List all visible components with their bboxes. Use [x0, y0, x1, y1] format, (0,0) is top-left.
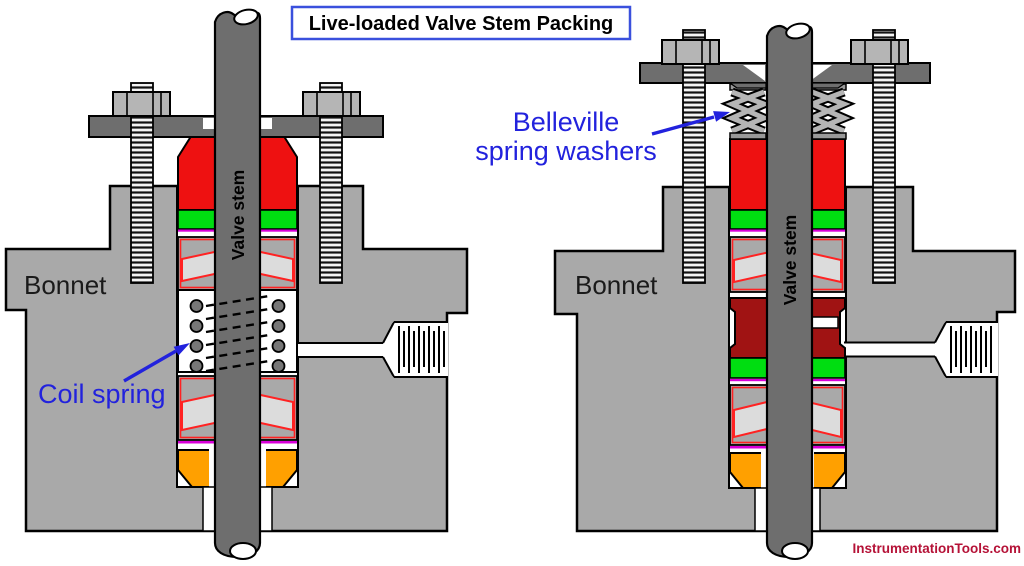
right-packing-stack — [729, 138, 846, 532]
coil-spring-arrow — [123, 349, 177, 383]
page-title: Live-loaded Valve Stem Packing — [309, 13, 614, 35]
right-stem-label: Valve stem — [780, 215, 800, 305]
belleville-label-line1: Belleville — [513, 107, 620, 137]
right-gland-boss-a — [727, 82, 767, 89]
right-gland-notch-b — [810, 65, 832, 81]
left-coil-dashed-coils — [205, 294, 270, 373]
right-valve-stem: Valve stem — [765, 22, 814, 560]
left-stem-label: Valve stem — [228, 170, 248, 260]
left-leakoff-port — [296, 321, 448, 378]
right-stem-break-top — [785, 22, 811, 40]
left-gland-notch-b — [260, 118, 272, 129]
right-wedge-slot-a — [761, 452, 768, 488]
right-port-thread-hatch — [950, 326, 992, 373]
left-bore-slot-a — [202, 486, 216, 532]
right-valve-assembly: Valve stem Bonnet Belleville spring wash… — [475, 22, 1017, 560]
coil-spring-arrowhead — [173, 343, 190, 356]
belleville-annotation: Belleville spring washers — [475, 107, 730, 166]
right-bonnet-label: Bonnet — [575, 270, 658, 300]
title-block: Live-loaded Valve Stem Packing — [290, 5, 632, 41]
left-wedge-slot-a — [209, 449, 216, 487]
belleville-bottom-retainer-b — [809, 132, 847, 140]
right-port-funnel — [935, 322, 946, 377]
right-leakoff-port — [844, 321, 998, 378]
coil-spring-label: Coil spring — [38, 379, 166, 409]
left-stud-a — [130, 82, 154, 284]
belleville-arrowhead — [713, 111, 730, 122]
watermark-text: InstrumentationTools.com — [852, 541, 1021, 556]
lantern-ring-port-gap — [808, 316, 839, 329]
left-port-channel — [296, 344, 384, 357]
left-wedge-slot-b — [259, 449, 266, 487]
right-bore-slot-a — [754, 487, 768, 532]
left-stud-b — [319, 82, 343, 284]
left-valve-stem: Valve stem — [213, 8, 262, 560]
coil-spring-annotation: Coil spring — [38, 343, 190, 409]
left-port-thread-hatch — [398, 326, 445, 373]
right-stem-break-bottom — [781, 542, 809, 560]
right-stud-a — [682, 29, 706, 284]
left-port-funnel — [383, 322, 394, 377]
right-port-channel — [844, 343, 936, 356]
right-stud-b — [872, 29, 896, 284]
right-gland-boss-b — [808, 82, 848, 89]
left-stem-break-bottom — [229, 542, 257, 560]
left-nut-b — [302, 91, 361, 117]
title-box — [290, 5, 632, 41]
left-bore-slot-b — [259, 486, 273, 532]
belleville-bottom-retainer-a — [729, 132, 767, 140]
left-nut-a — [112, 91, 171, 117]
right-gland-notch-a — [743, 65, 765, 81]
left-gland-notch-a — [203, 118, 215, 129]
left-valve-assembly: Valve stem Bonnet Coil spring — [4, 8, 469, 560]
left-stem-break-top — [233, 8, 259, 26]
right-nut-a — [661, 39, 720, 65]
left-bonnet-label: Bonnet — [24, 270, 107, 300]
right-nut-b — [850, 39, 909, 65]
belleville-arrow — [651, 115, 715, 136]
belleville-label-line2: spring washers — [475, 136, 657, 166]
